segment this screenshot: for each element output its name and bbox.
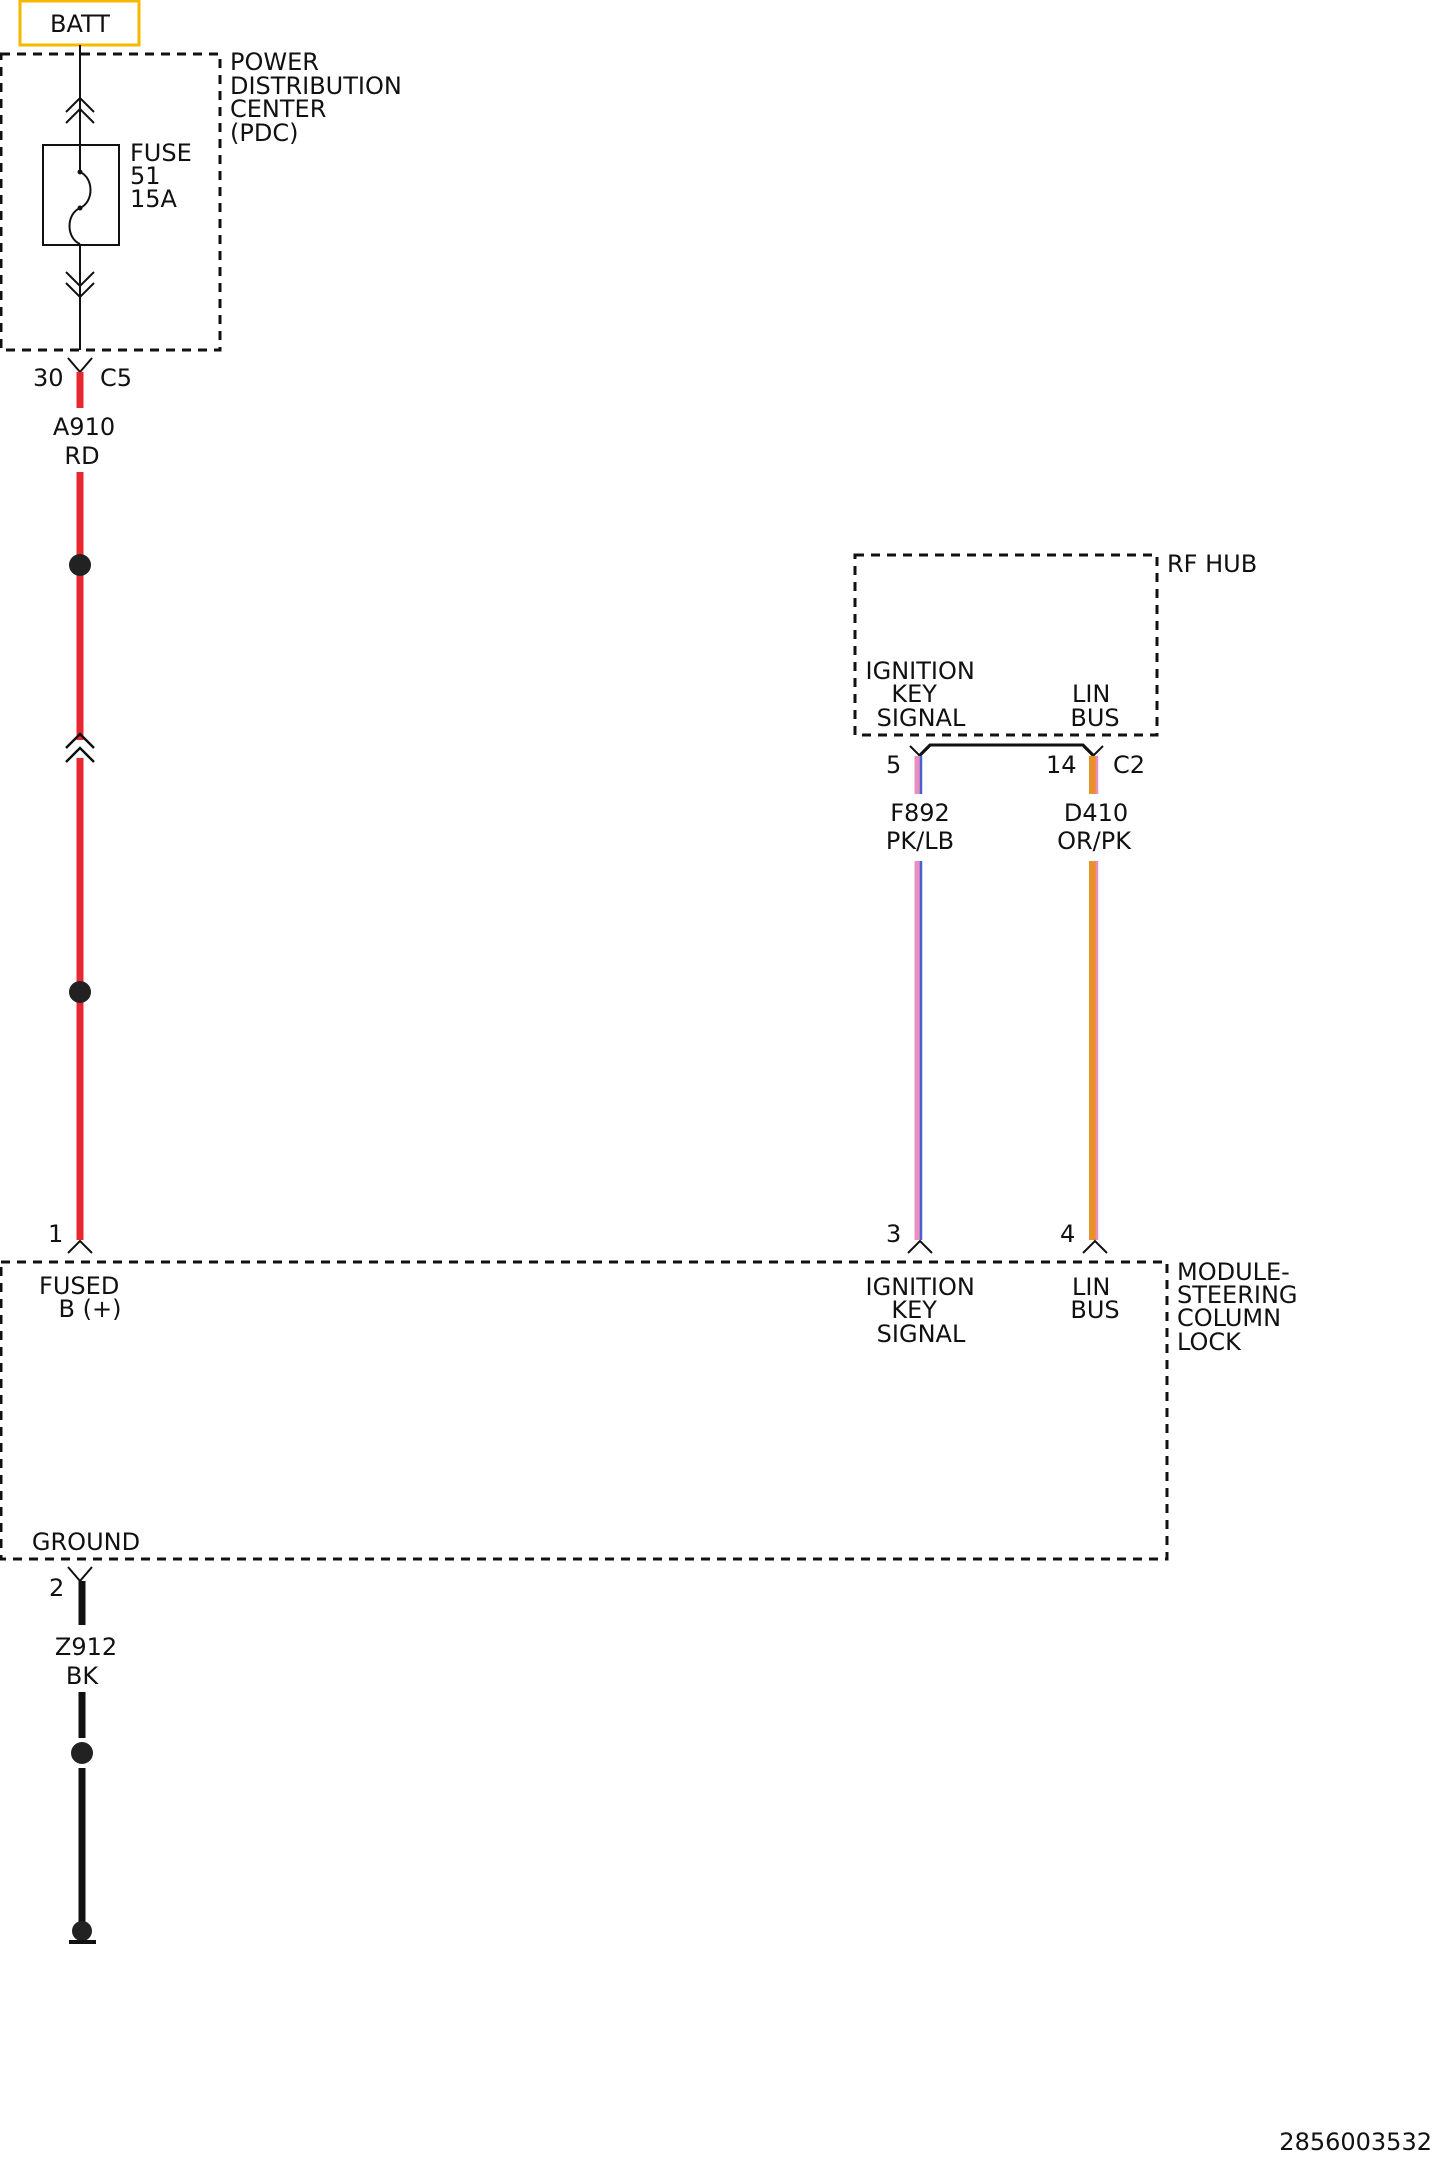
- rf-hub-lin-label: LIN BUS: [1070, 680, 1119, 732]
- splice-dot: [69, 981, 91, 1003]
- rf-hub-pin-lin: 14: [1046, 751, 1077, 779]
- module-pin-ground: 2: [49, 1574, 64, 1602]
- module-ignition-label: IGNITION KEY SIGNAL: [866, 1273, 983, 1348]
- pdc-bottom-connector-icon: [65, 271, 95, 299]
- rf-hub-connector: C2: [1113, 751, 1145, 779]
- module-pin4-connector-icon: [1082, 1239, 1108, 1254]
- splice-dot: [71, 1742, 93, 1764]
- module-pin2-connector-icon: [67, 1566, 93, 1583]
- z912-color-code: BK: [66, 1662, 99, 1690]
- a910-circuit: A910: [53, 413, 115, 441]
- rf-hub-box: [853, 553, 1159, 737]
- module-pin-ignition: 3: [886, 1220, 901, 1248]
- module-name: MODULE- STEERING COLUMN LOCK: [1177, 1258, 1305, 1356]
- module-pin3-connector-icon: [907, 1239, 933, 1254]
- module-box: [0, 1260, 1169, 1561]
- module-pin-lin: 4: [1060, 1220, 1075, 1248]
- pdc-box: [0, 52, 222, 352]
- fuse-terminal-bottom: [77, 205, 83, 211]
- pdc-cavity: 30: [33, 364, 64, 392]
- fuse-terminal-top: [77, 169, 83, 175]
- rf-hub-ignition-label: IGNITION KEY SIGNAL: [866, 657, 983, 732]
- module-ground-label: GROUND: [32, 1528, 140, 1556]
- a910-color-code: RD: [64, 442, 99, 470]
- batt-label: BATT: [50, 10, 110, 38]
- wire-f892: [914, 756, 923, 1240]
- wire-d410: [1089, 756, 1099, 1240]
- rf-hub-pin-ignition: 5: [886, 751, 901, 779]
- f892-circuit: F892: [890, 799, 950, 827]
- pdc-top-connector-icon: [65, 96, 95, 124]
- z912-circuit: Z912: [55, 1633, 117, 1661]
- inline-connector-icon: [65, 732, 95, 763]
- pdc-connector: C5: [100, 364, 132, 392]
- module-lin-label: LIN BUS: [1070, 1273, 1119, 1324]
- d410-color-code: OR/PK: [1057, 827, 1132, 855]
- pdc-name: POWER DISTRIBUTION CENTER (PDC): [230, 48, 409, 147]
- ground-terminal-dot: [72, 1921, 92, 1941]
- c5-connector-icon: [67, 357, 93, 374]
- rf-hub-name: RF HUB: [1167, 550, 1257, 578]
- d410-circuit: D410: [1064, 799, 1128, 827]
- module-fused-label: FUSED B (+): [39, 1272, 127, 1323]
- f892-color-code: PK/LB: [886, 827, 954, 855]
- module-pin1-connector-icon: [67, 1239, 93, 1254]
- figure-id: 2856003532: [1279, 2128, 1432, 2156]
- splice-dot: [69, 554, 91, 576]
- module-pin-fused: 1: [48, 1220, 63, 1248]
- fuse-label: FUSE 51 15A: [130, 139, 199, 213]
